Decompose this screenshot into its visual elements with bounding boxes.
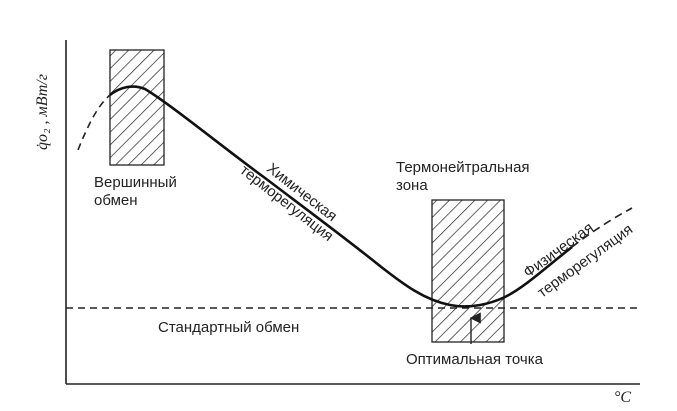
curve-dashed-end (571, 207, 633, 248)
thermoneutral-label-1: Термонейтральная (396, 159, 530, 176)
curve-dashed-start (77, 94, 111, 151)
x-axis-label: °C (614, 389, 631, 406)
thermoneutral-zone (431, 199, 505, 343)
y-axis-label: q̇o₂ , мВт/г (34, 74, 51, 150)
peak-metabolism-zone (109, 49, 165, 166)
standard-metabolism-label: Стандартный обмен (158, 319, 299, 336)
peak-metabolism-label-1: Вершинный (94, 174, 177, 191)
optimal-point-label: Оптимальная точка (406, 351, 544, 368)
thermoneutral-label-2: зона (396, 177, 428, 194)
peak-metabolism-label-2: обмен (94, 192, 138, 209)
metabolic-curve (109, 85, 573, 308)
